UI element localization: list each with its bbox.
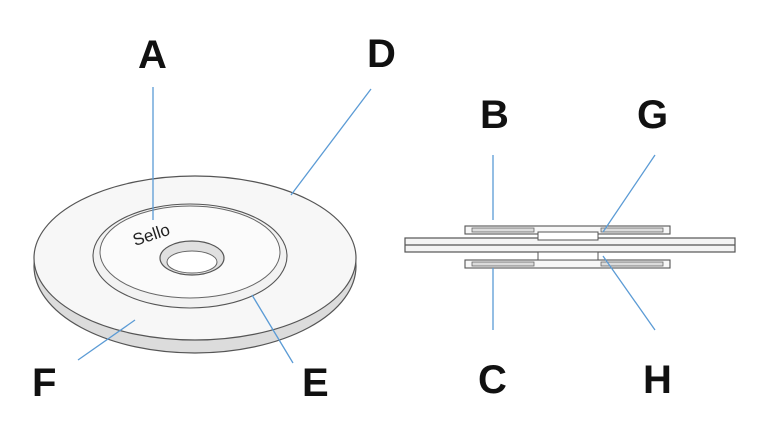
callout-h: H xyxy=(643,358,672,402)
leader-line-e xyxy=(251,294,294,364)
leader-line-g xyxy=(602,154,656,233)
section-view: B G C H xyxy=(404,93,736,402)
leader-line-f xyxy=(77,319,136,361)
callout-c: C xyxy=(478,358,507,402)
callout-e: E xyxy=(302,361,329,405)
lower-plate-slot-left xyxy=(471,261,535,267)
upper-plate-slot-right xyxy=(600,227,664,233)
lower-plate-slot-right xyxy=(600,261,664,267)
seal-block-lower xyxy=(537,251,599,261)
leader-line-h xyxy=(602,255,656,331)
callout-d: D xyxy=(367,32,396,76)
disc-view: Sello A D E F xyxy=(32,32,396,405)
bore-hole xyxy=(166,250,218,274)
callout-g: G xyxy=(637,93,668,137)
callout-a: A xyxy=(138,33,167,77)
callout-b: B xyxy=(480,93,509,137)
upper-plate-slot-left xyxy=(471,227,535,233)
seal-block-upper xyxy=(537,231,599,241)
leader-line-d xyxy=(290,88,372,196)
callout-f: F xyxy=(32,361,56,405)
